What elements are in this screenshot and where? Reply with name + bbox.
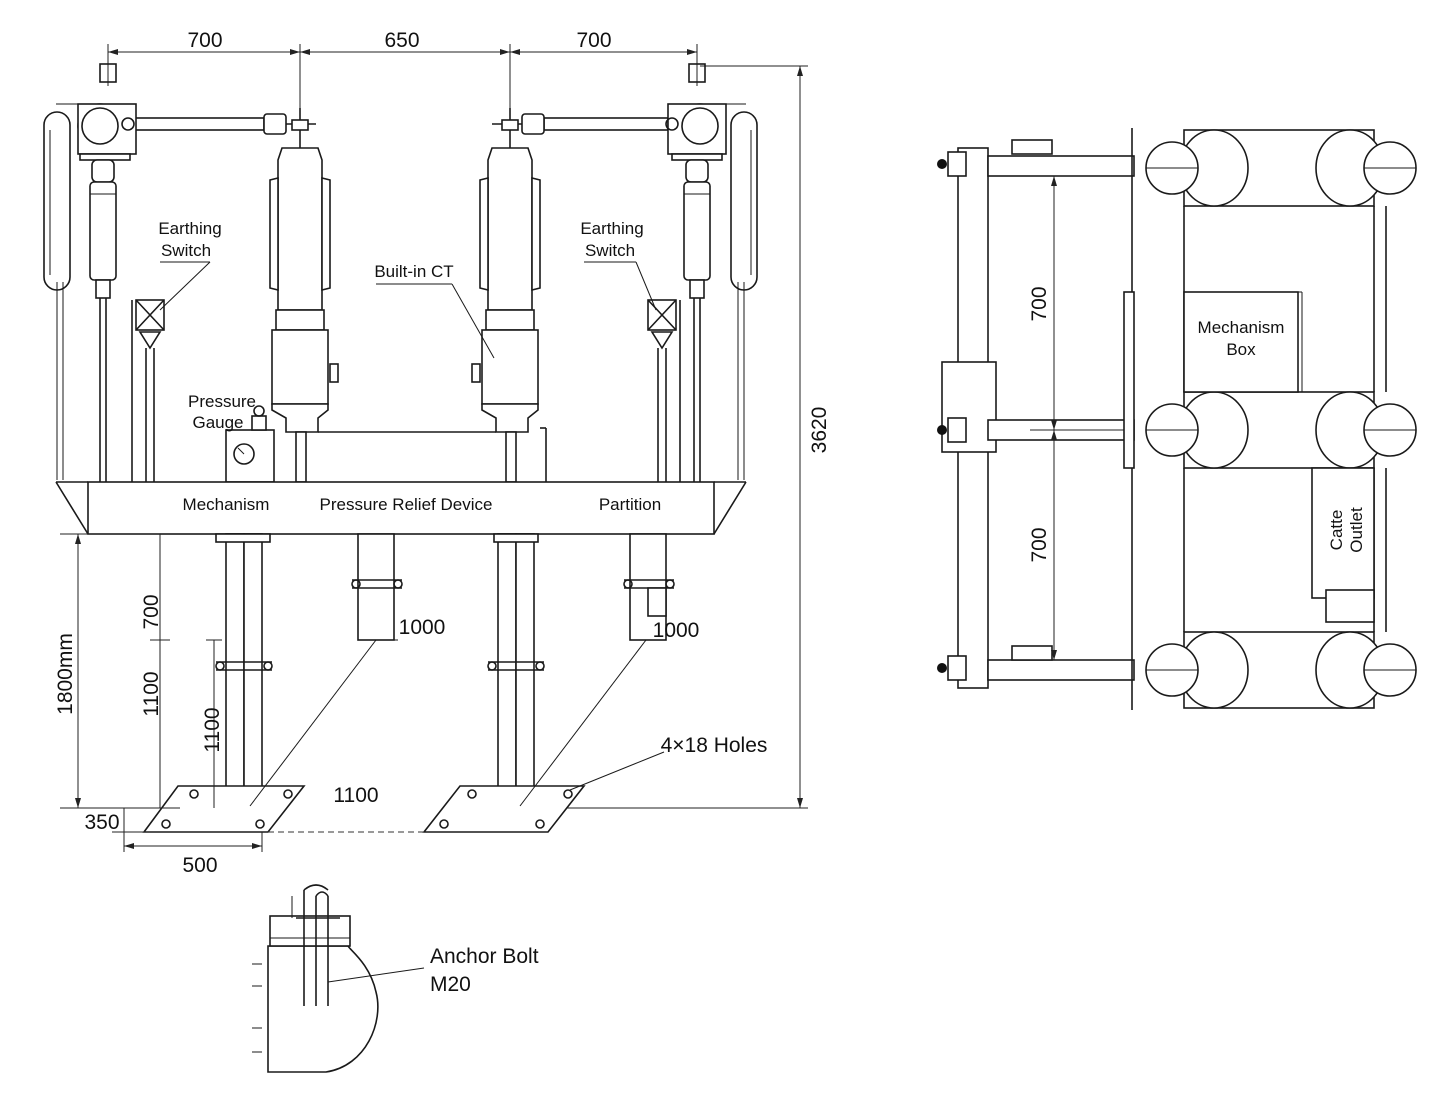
label-earthing-right-2: Switch <box>585 241 635 260</box>
dim-top-mid: 650 <box>384 29 419 52</box>
label-pressure-relief: Pressure Relief Device <box>320 495 493 514</box>
plan-arm-top <box>937 139 1135 177</box>
top-busbars <box>56 103 746 135</box>
dim-leg-lower: 1100 <box>140 671 163 716</box>
label-holes: 4×18 Holes <box>661 734 768 757</box>
dim-total-height: 3620 <box>808 407 831 454</box>
pressure-gauge <box>225 405 275 483</box>
top-bracket-left <box>99 63 117 83</box>
label-earthing-left-2: Switch <box>161 241 211 260</box>
top-dimension-line <box>107 44 698 130</box>
dim-bay-spacing: 1100 <box>333 784 378 807</box>
plan-cable-outlet-base <box>1325 589 1375 623</box>
top-bracket-right <box>688 63 706 83</box>
label-earthing-left-1: Earthing <box>158 219 221 238</box>
label-cable-outlet-1: Catte <box>1327 510 1346 551</box>
dim-leg-inner: 1100 <box>201 707 224 752</box>
breaker-column-right <box>471 108 547 483</box>
left-vertical-dimensions <box>60 533 263 852</box>
plan-mechanism-box <box>1183 291 1299 393</box>
leader-earthing-right <box>635 261 657 311</box>
dim-side-leg-right: 1000 <box>653 619 700 642</box>
plan-arrow-3 <box>1051 430 1057 440</box>
dim-plan-lower: 700 <box>1028 527 1051 562</box>
label-cable-outlet-2: Outlet <box>1347 507 1366 553</box>
dim-top-right: 700 <box>576 29 611 52</box>
support-leg-2 <box>487 533 545 809</box>
label-mechanism-box-2: Box <box>1226 340 1256 359</box>
plan-tank-row-1 <box>1145 129 1417 207</box>
plan-tank-row-3 <box>1145 631 1417 709</box>
label-anchor-bolt-1: Anchor Bolt <box>430 945 539 968</box>
left-disconnector-head <box>77 103 137 482</box>
label-earthing-right-1: Earthing <box>580 219 643 238</box>
dim-plan-upper: 700 <box>1028 286 1051 321</box>
dim-base-height: 350 <box>84 811 119 834</box>
label-mechanism-box-1: Mechanism <box>1198 318 1285 337</box>
dim-leg-upper: 700 <box>140 594 163 629</box>
support-leg-1 <box>215 533 273 809</box>
dim-base-width: 500 <box>182 854 217 877</box>
right-disconnector-head <box>665 103 727 482</box>
plan-view: 700 700 <box>937 128 1417 710</box>
plan-tank-row-2 <box>1145 391 1417 469</box>
right-earthing-switch <box>647 299 681 482</box>
dim-support-height: 1800mm <box>54 633 77 715</box>
mechanism-beam <box>55 481 747 535</box>
right-surge-arrester <box>730 111 758 480</box>
dim-side-leg-left: 1000 <box>399 616 446 639</box>
label-built-in-ct: Built-in CT <box>374 262 453 281</box>
label-partition: Partition <box>599 495 661 514</box>
plan-arrow-4 <box>1051 650 1057 660</box>
short-leg-2 <box>623 533 675 641</box>
breaker-column-left <box>269 108 339 483</box>
front-elevation: 700 650 700 3620 <box>43 29 831 877</box>
base-plate-right <box>422 785 586 833</box>
plan-arrow-2 <box>1051 420 1057 430</box>
base-plate-left <box>142 785 306 833</box>
anchor-bolt-detail <box>252 884 425 1073</box>
label-anchor-bolt-2: M20 <box>430 973 471 996</box>
leader-earthing-left <box>159 261 211 311</box>
height-dimension-line <box>560 65 808 809</box>
label-mechanism: Mechanism <box>183 495 270 514</box>
plan-center-block <box>1123 291 1135 469</box>
plan-arrow-1 <box>1051 176 1057 186</box>
label-pressure-gauge-2: Gauge <box>192 413 243 432</box>
left-surge-arrester <box>43 111 71 480</box>
leader-ct <box>451 283 495 359</box>
left-earthing-switch <box>131 299 165 482</box>
label-pressure-gauge-1: Pressure <box>188 392 256 411</box>
dim-top-left: 700 <box>187 29 222 52</box>
leader-1000-right <box>519 639 647 807</box>
leader-1000-left <box>249 639 377 807</box>
leader-holes <box>569 751 665 791</box>
short-leg-1 <box>351 533 403 641</box>
